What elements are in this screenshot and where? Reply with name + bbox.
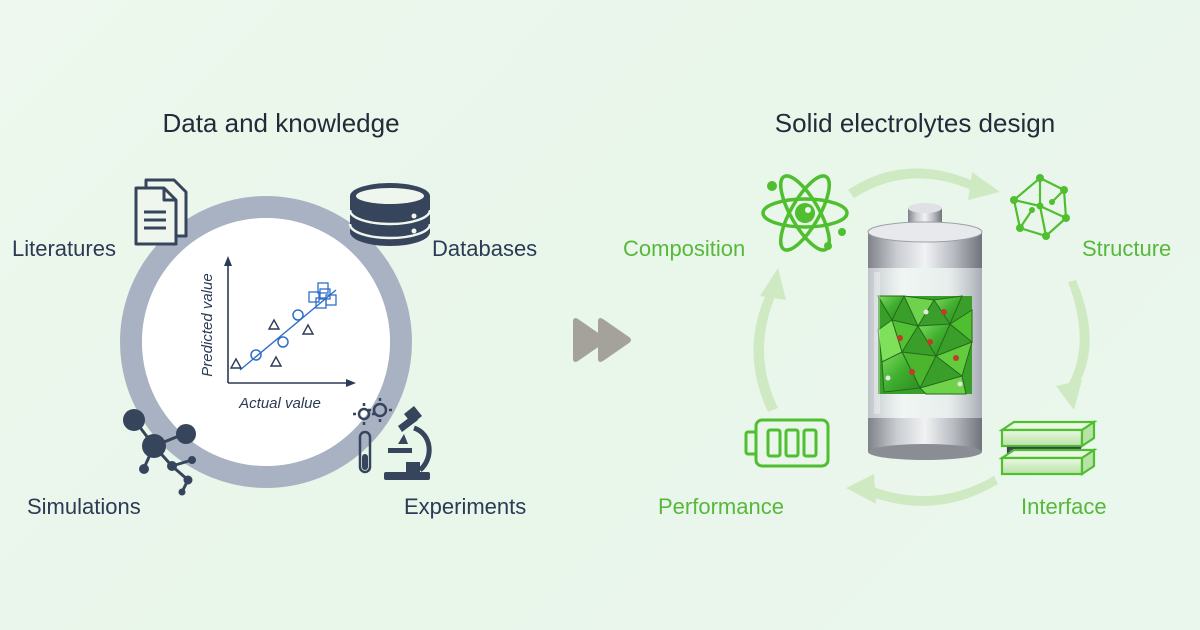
- plot-x-label: Actual value: [238, 395, 321, 412]
- plot-triangle-marker: [269, 355, 283, 367]
- plot-x-axis-arrow: [346, 379, 356, 387]
- plot-circle-marker: [250, 349, 262, 361]
- crystal-structure-icon: [1010, 174, 1070, 240]
- document-icon: [134, 178, 188, 246]
- cycle-arrow-left-head: [760, 268, 786, 300]
- database-icon: [348, 183, 432, 246]
- label-structure: Structure: [1082, 236, 1171, 261]
- gear-icon: [353, 398, 392, 425]
- design-cycle-arrows: [753, 168, 1090, 506]
- test-tube-icon: [358, 430, 372, 474]
- plot-square-marker: [317, 282, 329, 294]
- left-title: Data and knowledge: [162, 108, 399, 138]
- label-databases: Databases: [432, 236, 537, 261]
- cycle-arrow-top: [848, 168, 980, 198]
- label-literatures: Literatures: [12, 236, 116, 261]
- molecule-icon: [123, 409, 196, 496]
- parity-plot: Predicted value Actual value: [199, 256, 356, 412]
- plot-triangle-marker: [229, 357, 243, 369]
- cycle-arrow-bottom: [864, 476, 998, 506]
- atom-icon: [761, 174, 849, 252]
- label-simulations: Simulations: [27, 494, 141, 519]
- cycle-arrow-bottom-head: [846, 474, 876, 504]
- solid-electrolyte-cell: [867, 203, 983, 460]
- data-ring: [120, 196, 412, 488]
- cycle-arrow-right: [1062, 280, 1090, 398]
- plot-circle-marker: [277, 336, 289, 348]
- cycle-arrow-left: [753, 286, 778, 412]
- plot-disc: [142, 218, 390, 466]
- plot-triangle-marker: [301, 323, 315, 335]
- plot-square-marker: [325, 294, 337, 306]
- label-performance: Performance: [658, 494, 784, 519]
- cycle-arrow-right-head: [1056, 380, 1082, 410]
- label-interface: Interface: [1021, 494, 1107, 519]
- label-experiments: Experiments: [404, 494, 526, 519]
- plot-y-label: Predicted value: [199, 273, 216, 376]
- plot-circle-marker: [292, 309, 304, 321]
- plot-y-axis-arrow: [224, 256, 232, 266]
- microscope-icon: [353, 398, 432, 480]
- plot-fit-line: [239, 289, 337, 371]
- fast-forward-icon: [573, 318, 631, 362]
- plot-square-marker: [308, 291, 320, 303]
- label-composition: Composition: [623, 236, 745, 261]
- interface-layers-icon: [998, 419, 1098, 477]
- battery-icon: [744, 418, 830, 468]
- right-title: Solid electrolytes design: [775, 108, 1055, 138]
- plot-triangle-marker: [267, 318, 281, 330]
- plot-square-marker: [319, 288, 331, 300]
- crystal-lattice: [877, 295, 973, 395]
- cycle-arrow-top-head: [968, 172, 1000, 200]
